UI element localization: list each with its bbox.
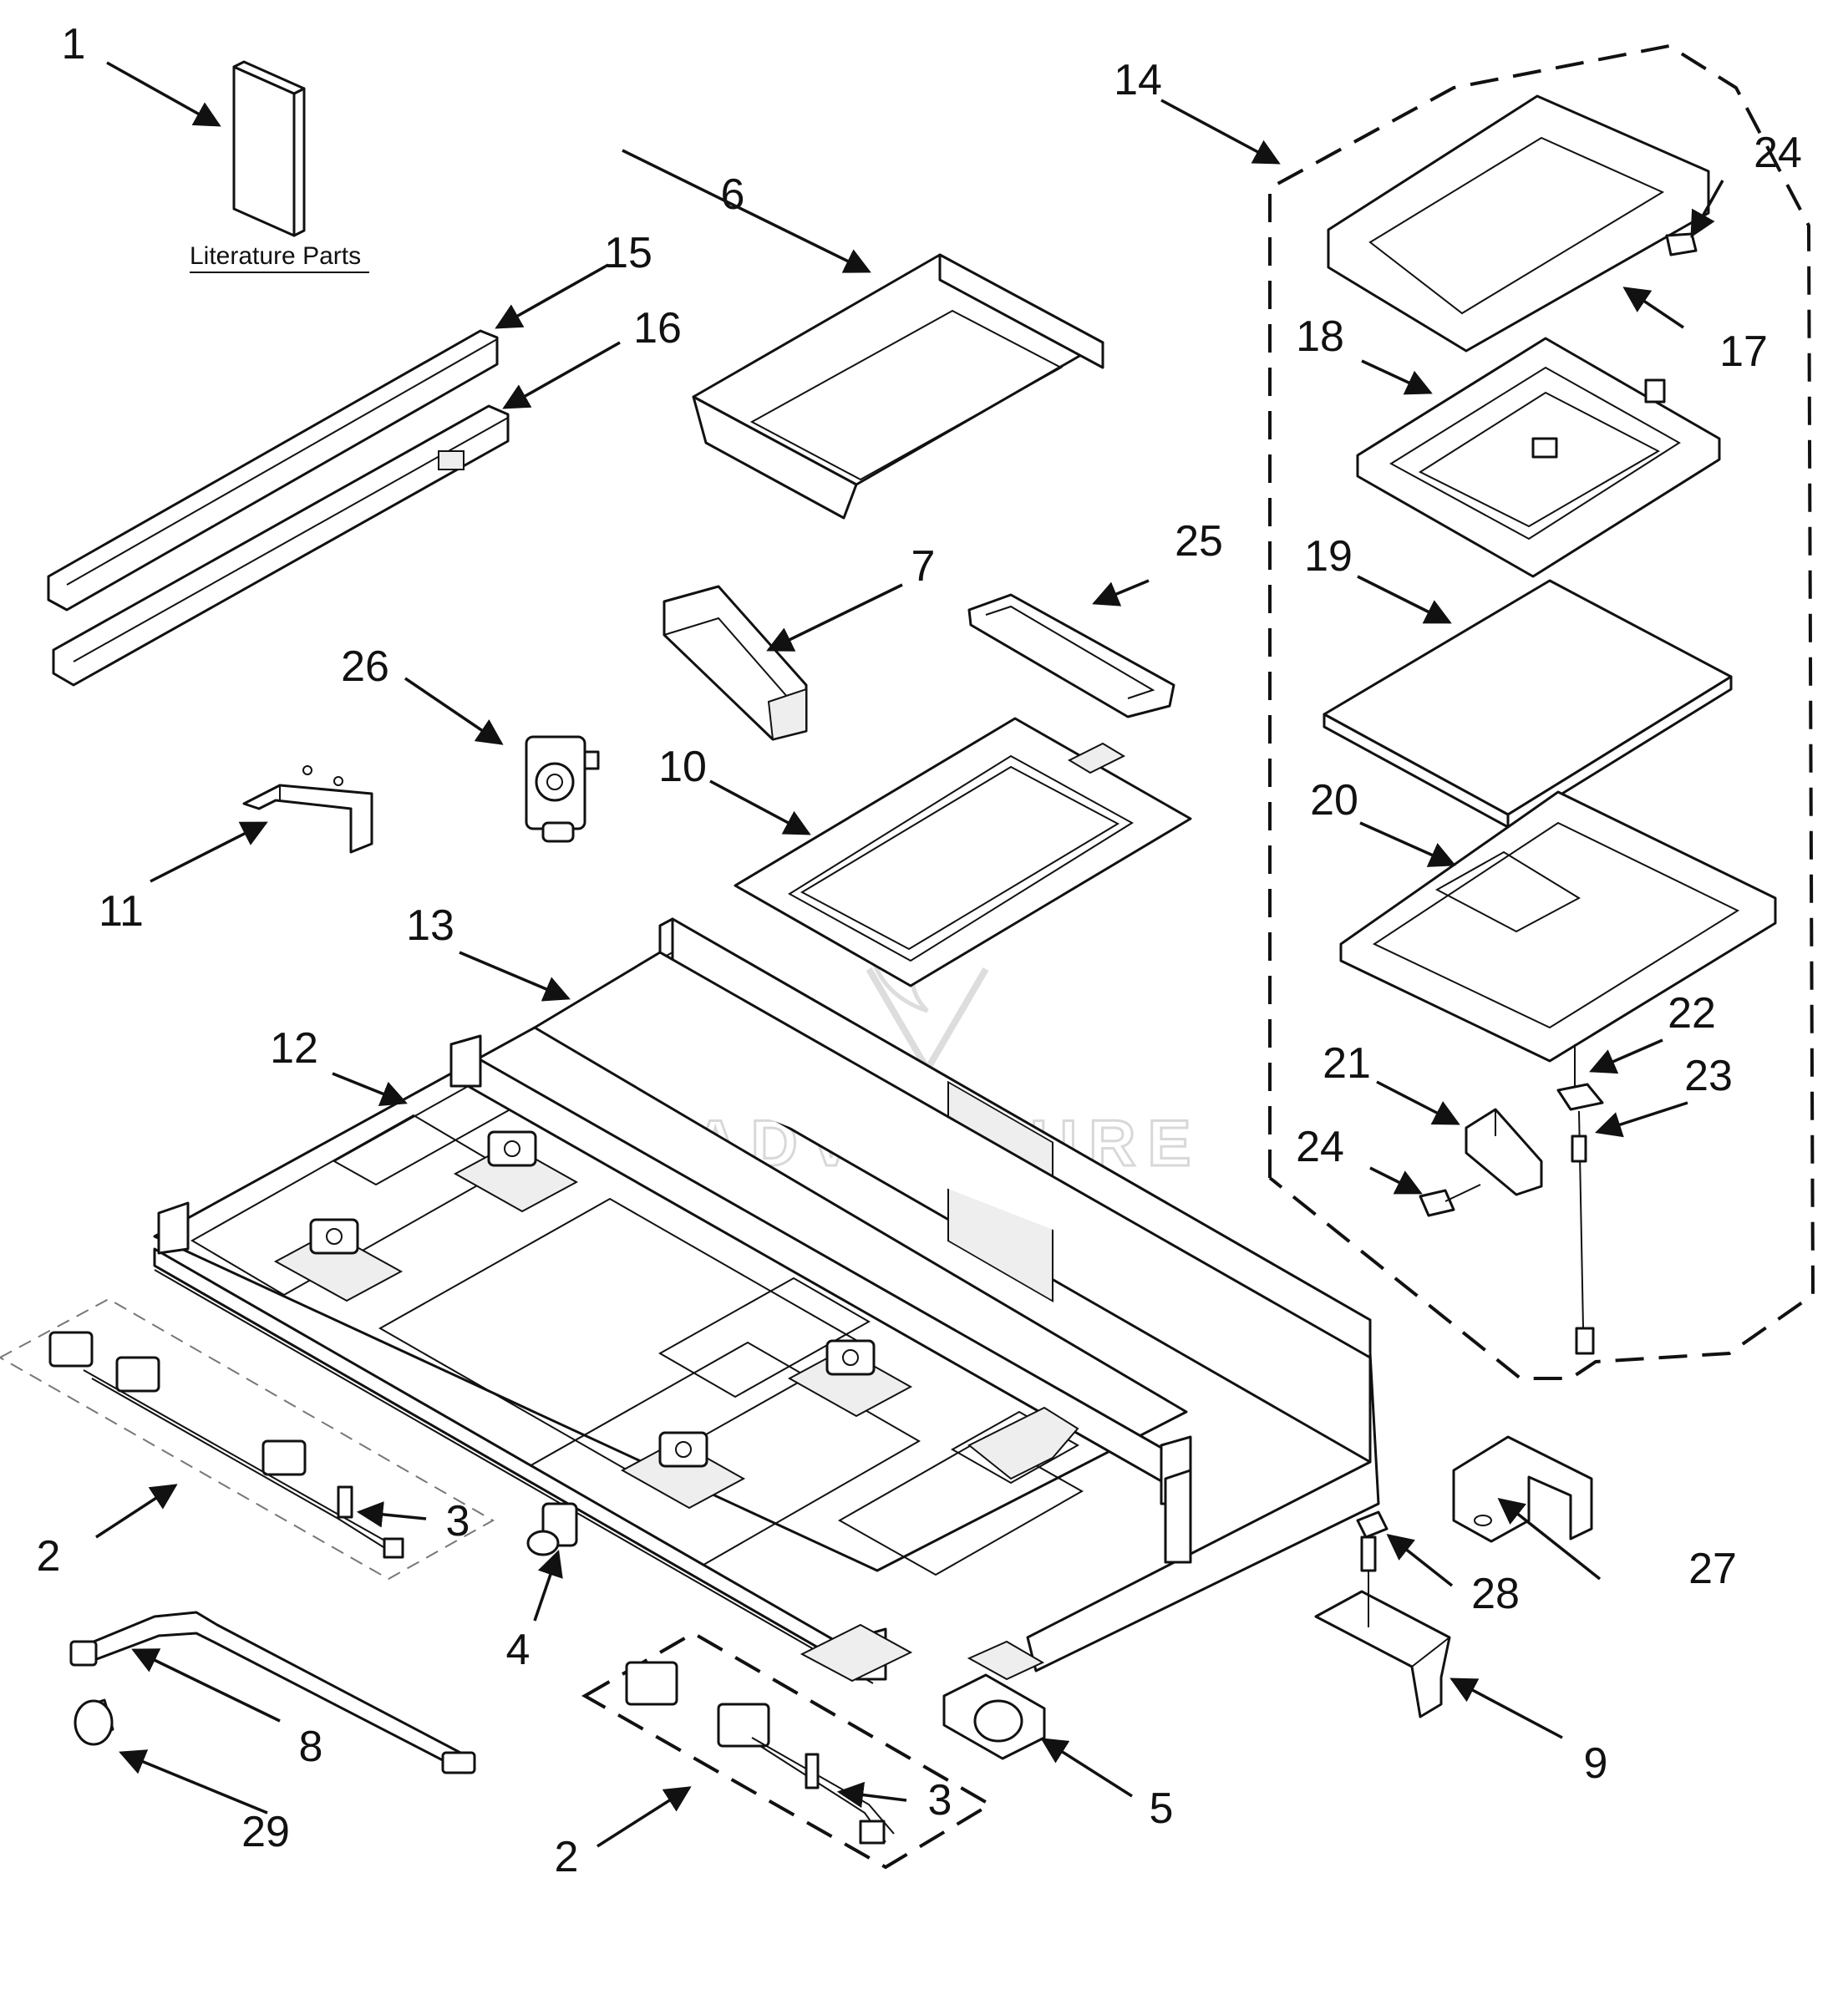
callout-15: 15	[604, 229, 652, 277]
part-2-3-valve-group-left	[0, 1297, 495, 1581]
part-22-23-probe	[1556, 1044, 1604, 1355]
callout-1: 1	[62, 20, 86, 69]
part-18-heating-element	[1356, 337, 1721, 578]
part-12-13-cooktop-base	[153, 951, 1380, 1684]
burner-valve-mount-1	[273, 1218, 404, 1302]
callout-7: 7	[911, 542, 936, 591]
callout-16: 16	[633, 304, 682, 353]
callout-9: 9	[1584, 1739, 1608, 1788]
callout-11: 11	[99, 887, 144, 936]
callout-3b: 3	[928, 1776, 952, 1825]
part-27-bracket	[1452, 1435, 1593, 1543]
burner-valve-mount-3	[620, 1431, 746, 1510]
callout-8: 8	[299, 1723, 323, 1771]
callout-27: 27	[1688, 1545, 1737, 1593]
callout-21: 21	[1323, 1039, 1371, 1088]
part-6-tray	[692, 253, 1104, 520]
callout-numbers: 1 2 2 3 3 4 5 6 7 8 9 10 11 12 13 14 15 …	[37, 20, 1802, 1881]
part-24-screw-bottom	[1419, 1189, 1455, 1217]
callout-3a: 3	[446, 1497, 470, 1546]
part-19-insulation	[1323, 579, 1733, 829]
callout-22: 22	[1668, 989, 1716, 1038]
callout-28: 28	[1471, 1570, 1520, 1618]
part-29-fitting	[74, 1698, 114, 1746]
callout-10: 10	[658, 743, 707, 791]
callout-2a: 2	[37, 1532, 61, 1581]
part-21-bracket	[1465, 1108, 1543, 1196]
callout-20: 20	[1310, 776, 1358, 825]
part-2-3-valve-group-bottom	[581, 1631, 993, 1870]
part-25-channel	[967, 593, 1175, 718]
callout-13: 13	[406, 901, 454, 950]
callout-6: 6	[721, 170, 745, 219]
callout-17: 17	[1719, 327, 1768, 376]
callout-12: 12	[270, 1024, 318, 1073]
callout-19: 19	[1304, 532, 1353, 581]
burner-valve-mount-2	[453, 1130, 579, 1213]
part-17-griddle	[1327, 94, 1710, 353]
part-4-fitting	[526, 1502, 578, 1556]
callout-24a: 24	[1754, 129, 1802, 177]
callout-26: 26	[341, 642, 389, 691]
part-5-regulator	[942, 1640, 1046, 1760]
callout-23: 23	[1684, 1052, 1733, 1100]
part-14-griddle-assembly	[1268, 43, 1815, 1380]
part-1-literature: Literature Parts	[190, 60, 369, 273]
callout-4: 4	[506, 1626, 531, 1674]
part-28-screw	[1356, 1510, 1389, 1572]
part-10-drip-pan	[734, 717, 1192, 987]
callout-5: 5	[1150, 1784, 1174, 1833]
burner-valve-mount-4	[787, 1339, 913, 1418]
callout-2b: 2	[555, 1833, 579, 1881]
part-26-valve	[525, 735, 600, 843]
callout-14: 14	[1114, 56, 1162, 104]
part-9-plate	[1314, 1571, 1451, 1718]
callout-25: 25	[1175, 517, 1223, 566]
part-20-pan	[1339, 790, 1777, 1063]
part-15-rail	[47, 329, 499, 612]
part-8-gas-tube	[69, 1611, 476, 1774]
part-7-bracket	[663, 585, 808, 741]
callout-24b: 24	[1296, 1123, 1344, 1171]
callout-29: 29	[241, 1808, 290, 1856]
literature-parts-label: Literature Parts	[190, 242, 361, 270]
leader-lines	[95, 61, 1724, 1848]
part-16-rail	[52, 404, 510, 687]
part-11-bracket	[242, 765, 373, 854]
part-24-screw-top	[1665, 232, 1698, 256]
callout-18: 18	[1296, 312, 1344, 361]
